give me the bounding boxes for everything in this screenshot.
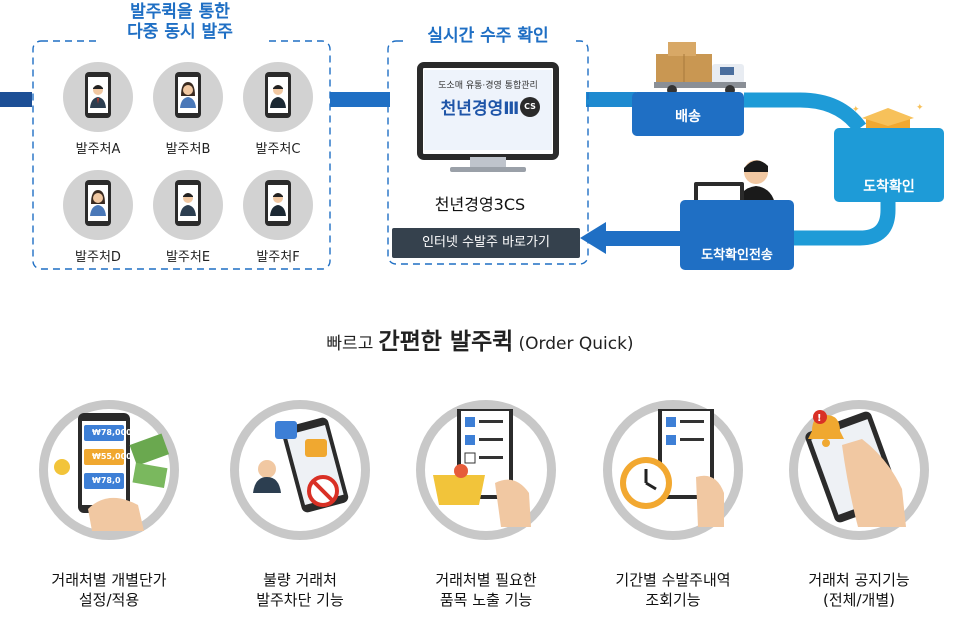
feature-label: 불량 거래처 발주차단 기능 — [220, 570, 380, 610]
internet-order-shortcut-button[interactable]: 인터넷 수발주 바로가기 — [392, 228, 580, 258]
supplier-a: 발주처A — [56, 62, 140, 157]
arrival-send-step: 도착확인전송 — [680, 200, 794, 270]
supplier-d: 발주처D — [56, 170, 140, 265]
feature-label-line2: 조회기능 — [645, 591, 701, 609]
price-list-phone-icon: ₩78,000 ₩55,000 ₩78,0 — [39, 400, 179, 540]
feature-item-block: 불량 거래처 발주차단 기능 — [220, 400, 380, 610]
feature-label-line2: 품목 노출 기능 — [439, 591, 533, 609]
product-name: 천년경영3CS — [434, 195, 526, 214]
order-group-title-line2: 다중 동시 발주 — [127, 22, 233, 42]
feature-label-line1: 거래처별 개별단가 — [51, 571, 167, 589]
supplier-label: 발주처B — [165, 142, 211, 157]
supplier-label: 발주처A — [75, 142, 121, 157]
phone-avatar-icon — [243, 62, 313, 132]
realtime-title: 실시간 수주 확인 — [408, 26, 568, 46]
order-group-title-line1: 발주퀵을 통한 — [130, 2, 230, 22]
feature-label-line2: 발주차단 기능 — [256, 591, 344, 609]
supplier-label: 발주처F — [256, 250, 300, 265]
order-group-title: 발주퀵을 통한 다중 동시 발주 — [100, 2, 260, 42]
phone-avatar-icon — [153, 62, 223, 132]
supplier-c: 발주처C — [236, 62, 320, 157]
headline: 빠르고 간편한 발주퀵 (Order Quick) — [0, 322, 960, 356]
feature-label-line1: 기간별 수발주내역 — [615, 571, 731, 589]
phone-avatar-icon — [153, 170, 223, 240]
screen-badge: CS — [520, 97, 540, 117]
block-supplier-icon — [230, 400, 370, 540]
supplier-b: 발주처B — [146, 62, 230, 157]
screen-subtitle: 도소매 유통·경영 통합관리 — [438, 81, 538, 91]
price-tag: ₩78,000 — [92, 428, 132, 437]
price-tag: ₩78,0 — [92, 476, 121, 485]
supplier-label: 발주처D — [75, 250, 121, 265]
delivery-truck-icon — [654, 42, 746, 95]
flow-arrow-left-icon — [580, 222, 606, 254]
feature-label-line2: 설정/적용 — [78, 591, 140, 609]
phone-avatar-icon — [63, 62, 133, 132]
feature-label: 거래처 공지기능 (전체/개별) — [779, 570, 939, 610]
svg-text:✦: ✦ — [916, 103, 924, 113]
supplier-e: 발주처E — [146, 170, 230, 265]
phone-avatar-icon — [63, 170, 133, 240]
feature-label: 거래처별 개별단가 설정/적용 — [29, 570, 189, 610]
feature-item-history: 기간별 수발주내역 조회기능 — [593, 400, 753, 610]
feature-label: 기간별 수발주내역 조회기능 — [593, 570, 753, 610]
supplier-f: 발주처F — [236, 170, 320, 265]
headline-english: (Order Quick) — [518, 334, 634, 354]
feature-label: 거래처별 필요한 품목 노출 기능 — [406, 570, 566, 610]
feature-label-line1: 불량 거래처 — [263, 571, 337, 589]
arrival-check-step: 도착확인 — [834, 128, 944, 202]
feature-item-items: 거래처별 필요한 품목 노출 기능 — [406, 400, 566, 610]
notice-bell-icon: ! — [789, 400, 929, 540]
monitor-icon — [417, 62, 559, 172]
svg-text:!: ! — [817, 413, 822, 424]
checklist-basket-icon — [416, 400, 556, 540]
feature-label-line1: 거래처 공지기능 — [808, 571, 910, 589]
feature-label-line1: 거래처별 필요한 — [435, 571, 537, 589]
price-tag: ₩55,000 — [92, 452, 132, 461]
headline-main: 간편한 발주퀵 — [378, 329, 514, 355]
supplier-label: 발주처C — [255, 142, 301, 157]
feature-item-notice: ! 거래처 공지기능 (전체/개별) — [779, 400, 939, 610]
realtime-title-text: 실시간 수주 확인 — [427, 26, 549, 46]
supplier-label: 발주처E — [165, 250, 211, 265]
phone-avatar-icon — [243, 170, 313, 240]
delivery-step: 배송 — [632, 92, 744, 136]
feature-label-line2: (전체/개별) — [823, 591, 895, 609]
feature-item-price: ₩78,000 ₩55,000 ₩78,0 거래처별 개별단가 설정/적용 — [29, 400, 189, 610]
headline-prefix: 빠르고 — [326, 334, 374, 354]
svg-text:✦: ✦ — [852, 105, 860, 115]
screen-logo: 천년경영Ⅲ — [440, 99, 520, 119]
alarm-clock-checklist-icon — [603, 400, 743, 540]
